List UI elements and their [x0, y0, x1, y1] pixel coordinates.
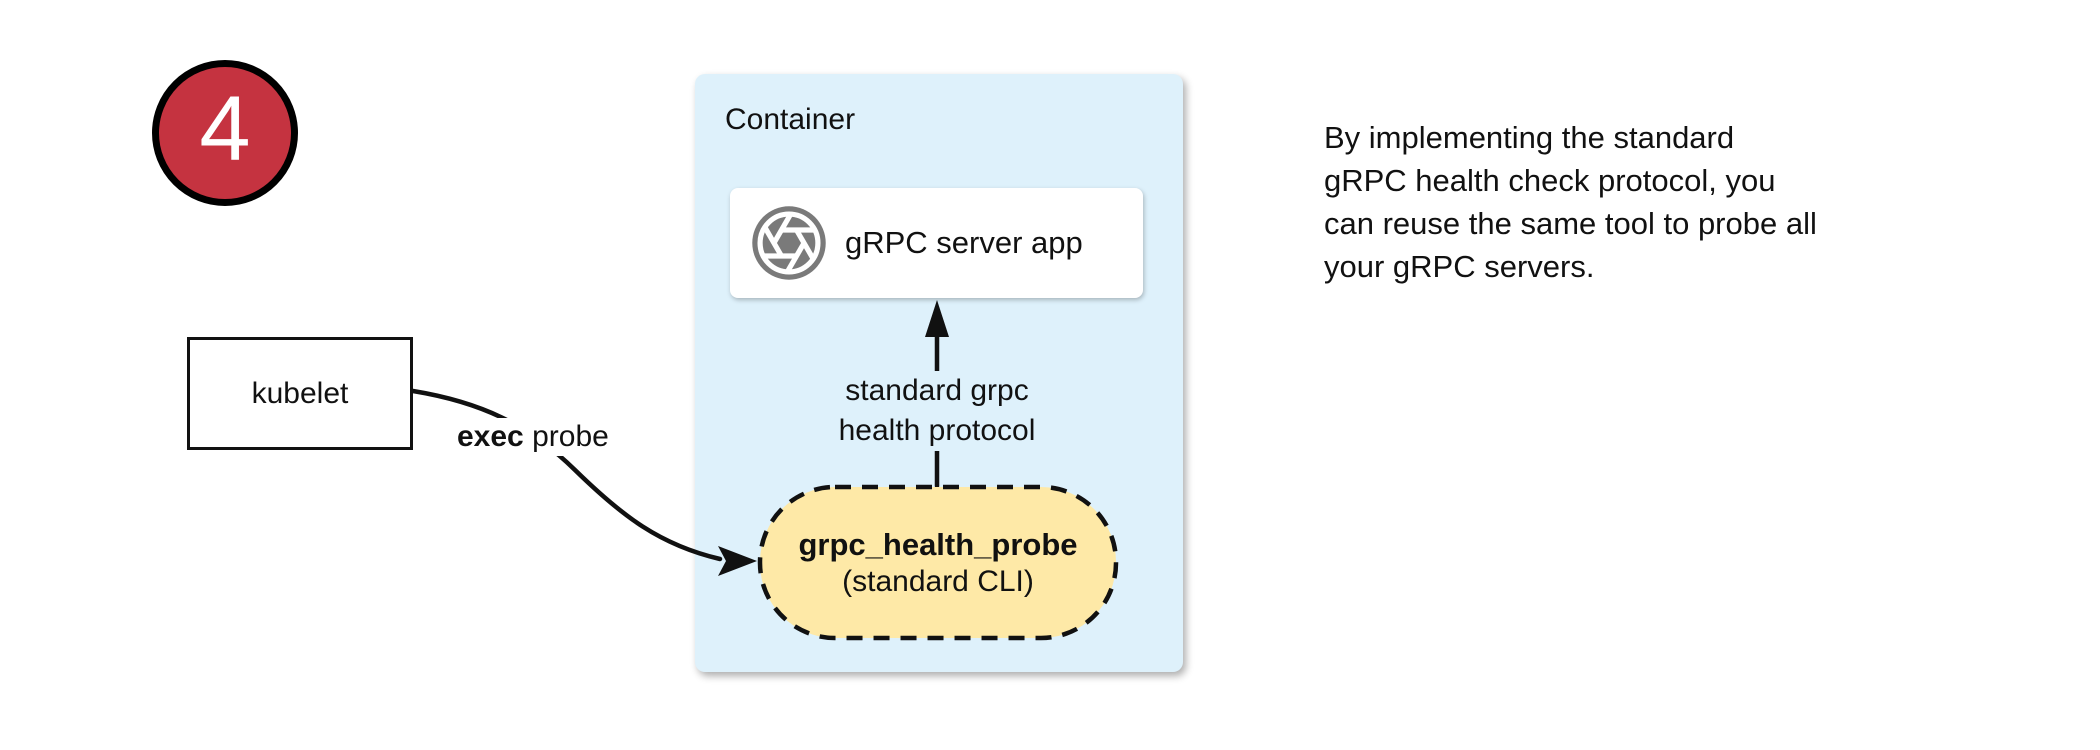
probe-pill-title: grpc_health_probe: [798, 526, 1078, 562]
health-protocol-arrowhead: [925, 300, 949, 337]
protocol-arrow-label-line1: standard grpc: [845, 374, 1029, 407]
grpc-server-label: gRPC server app: [845, 225, 1083, 260]
note-line: your gRPC servers.: [1324, 249, 1595, 284]
kubelet-box: kubelet: [187, 337, 413, 450]
step-number: 4: [199, 78, 251, 180]
step-badge: 4: [152, 60, 298, 206]
grpc-health-probe-pill: [757, 484, 1119, 641]
exec-probe-arrowhead: [718, 546, 757, 576]
protocol-arrow-label: standard grpc health protocol: [777, 371, 1097, 451]
probe-pill-subtitle: (standard CLI): [842, 564, 1034, 598]
note-text: By implementing the standard gRPC health…: [1324, 116, 1817, 288]
grpc-server-box: gRPC server app: [730, 188, 1143, 298]
exec-probe-label-rest: probe: [523, 420, 609, 453]
note-line: By implementing the standard: [1324, 120, 1735, 155]
exec-probe-label-bold: exec: [457, 420, 524, 453]
exec-probe-arrow: [410, 388, 723, 562]
aperture-icon: [752, 206, 826, 280]
grpc-health-probe-pill-text: grpc_health_probe (standard CLI): [758, 485, 1118, 640]
protocol-arrow-label-line2: health protocol: [838, 414, 1036, 447]
container-title: Container: [725, 103, 856, 136]
kubelet-label: kubelet: [251, 376, 349, 410]
note-line: can reuse the same tool to probe all: [1324, 206, 1817, 241]
note-line: gRPC health check protocol, you: [1324, 163, 1776, 198]
exec-probe-label: exec probe: [450, 418, 616, 456]
